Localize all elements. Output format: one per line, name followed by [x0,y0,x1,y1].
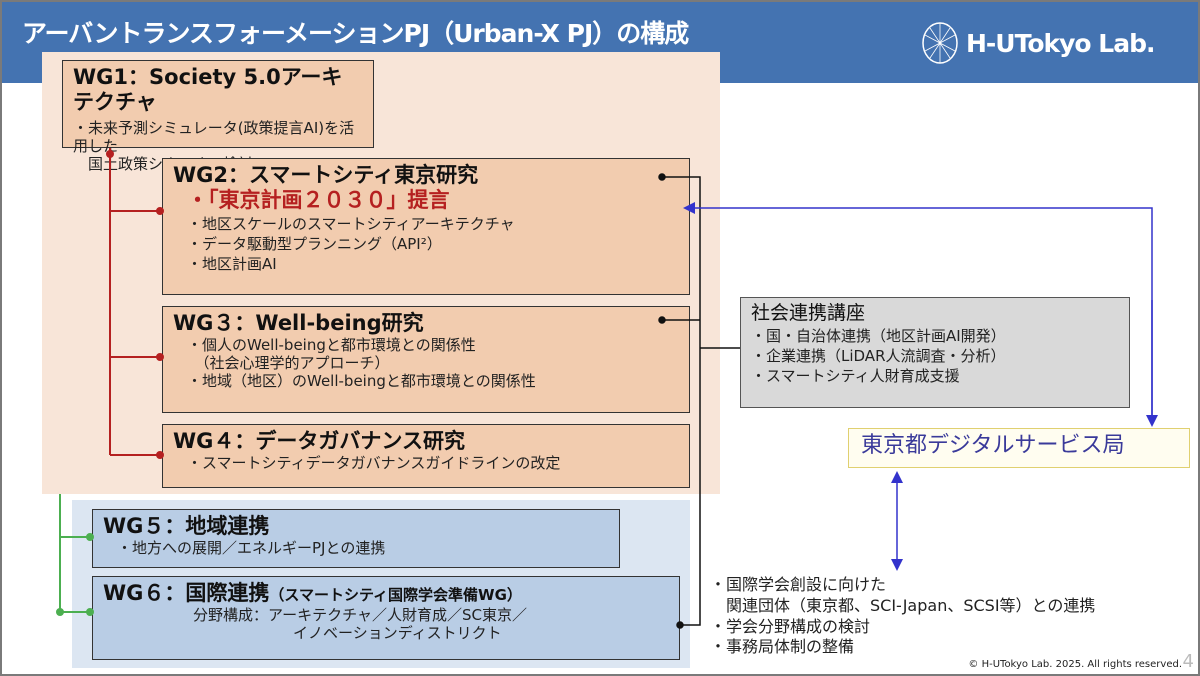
social-item: ・国・自治体連携（地区計画AI開発） [751,326,1006,345]
wg2-item: ・地区計画AI [187,255,277,274]
social-lecture-box: 社会連携講座 ・国・自治体連携（地区計画AI開発） ・企業連携（LiDAR人流調… [740,297,1130,408]
wg2-title: WG2：スマートシティ東京研究 [173,163,479,187]
page-title: アーバントランスフォーメーションPJ（Urban-X PJ）の構成 [22,19,689,48]
wg6-subtitle: （スマートシティ国際学会準備WG） [269,586,522,604]
note-item: ・学会分野構成の検討 [710,616,871,636]
note-item: ・国際学会創設に向けた [710,575,887,594]
wg6-item: イノベーションディストリクト [293,624,502,643]
wg-green-connector [56,494,94,616]
wg4-box: WG４：データガバナンス研究 ・スマートシティデータガバナンスガイドラインの改定 [162,424,690,488]
wg3-item: （社会心理学的アプローチ） [187,354,390,373]
wg6-title: WG６：国際連携 [103,581,270,605]
tokyo-arrows [683,202,1158,571]
wg3-item: ・個人のWell-beingと都市環境との関係性 [187,336,476,355]
wg1-item: ・未来予測シミュレータ(政策提言AI)を活用した [73,119,355,156]
network-globe-icon [922,22,958,64]
wg2-box: WG2：スマートシティ東京研究 ・「東京計画２０３０」提言 ・地区スケールのスマ… [162,158,690,295]
social-item: ・スマートシティ人財育成支援 [751,366,960,385]
tokyo-digital-bureau: 東京都デジタルサービス局 [848,428,1190,468]
social-item: ・企業連携（LiDAR人流調査・分析） [751,346,1006,365]
wg5-title: WG５：地域連携 [103,514,270,538]
logo-text: H-UTokyo Lab. [966,28,1156,58]
note-item: ・事務局体制の整備 [710,637,855,657]
wg2-highlight: ・「東京計画２０３０」提言 [187,188,450,213]
international-notes: ・国際学会創設に向けた 関連団体（東京都、SCI-Japan、SCSI等）との連… [710,575,1095,658]
wg3-title: WG３：Well-being研究 [173,311,424,335]
wg4-title: WG４：データガバナンス研究 [173,429,465,453]
wg1-connector [106,148,164,459]
page-number: 4 [1182,651,1194,672]
social-title: 社会連携講座 [751,302,866,324]
wg2-item: ・データ駆動型プランニング（API²） [187,235,442,254]
wg4-item: ・スマートシティデータガバナンスガイドラインの改定 [187,454,561,473]
wg5-box: WG５：地域連携 ・地方への展開／エネルギーPJとの連携 [92,509,620,568]
logo: H-UTokyo Lab. [920,20,1156,66]
social-connector [658,173,740,629]
wg5-item: ・地方への展開／エネルギーPJとの連携 [117,539,386,558]
wg2-item: ・地区スケールのスマートシティアーキテクチャ [187,215,515,234]
wg3-item: ・地域（地区）のWell-beingと都市環境との関係性 [187,372,536,391]
copyright: © H-UTokyo Lab. 2025. All rights reserve… [968,659,1182,670]
wg6-item: 分野構成：アーキテクチャ／人財育成／SC東京／ [193,606,527,625]
note-item: 関連団体（東京都、SCI-Japan、SCSI等）との連携 [710,595,1096,615]
wg1-box: WG1：Society 5.0アーキテクチャ ・未来予測シミュレータ(政策提言A… [62,60,374,173]
wg3-box: WG３：Well-being研究 ・個人のWell-beingと都市環境との関係… [162,306,690,413]
wg1-title: WG1：Society 5.0アーキテクチャ [73,65,343,115]
wg6-box: WG６：国際連携（スマートシティ国際学会準備WG） 分野構成：アーキテクチャ／人… [92,576,680,660]
